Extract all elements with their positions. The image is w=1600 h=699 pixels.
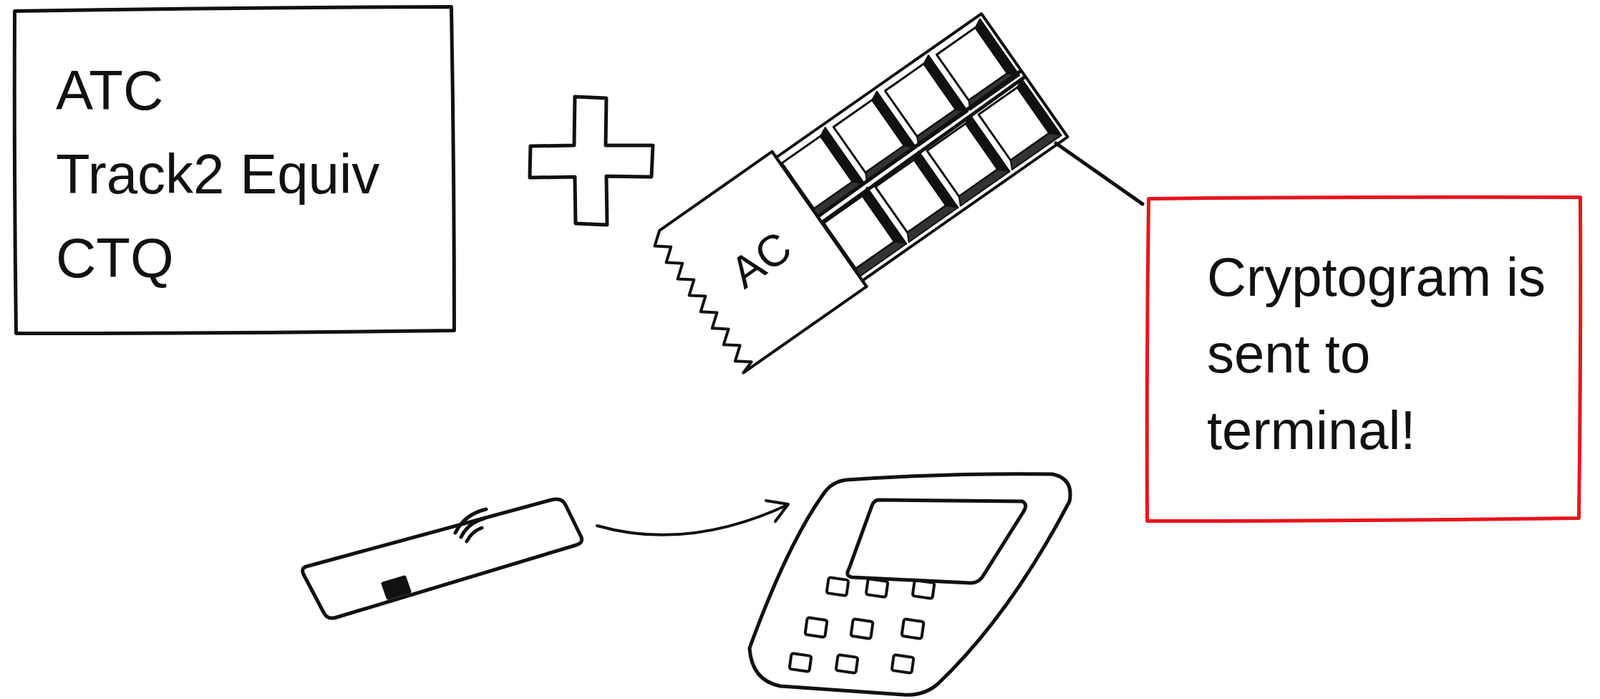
tap-arrow — [597, 500, 789, 535]
node-text: Track2 Equiv — [55, 132, 452, 217]
plus-sign — [529, 96, 653, 225]
text-stack: ATCTrack2 EquivCTQ — [10, 5, 459, 300]
payment-terminal — [749, 473, 1071, 696]
node-text: Cryptogram is sent to terminal! — [1206, 238, 1558, 469]
node-text: ATC — [55, 48, 452, 133]
callout-box: Cryptogram is sent to terminal! — [1142, 194, 1587, 526]
node-text: CTQ — [55, 216, 452, 300]
chocolate-bar — [648, 7, 1072, 373]
data-box: ATCTrack2 EquivCTQ — [10, 5, 459, 337]
box-border — [1146, 196, 1581, 521]
connector-line — [1055, 143, 1143, 205]
box-border — [14, 7, 454, 334]
contactless-card — [302, 498, 583, 618]
text-stack: Cryptogram is sent to terminal! — [1142, 194, 1587, 469]
cryptogram-bar: AC — [672, 35, 1060, 337]
bar-drawing — [672, 35, 1060, 337]
